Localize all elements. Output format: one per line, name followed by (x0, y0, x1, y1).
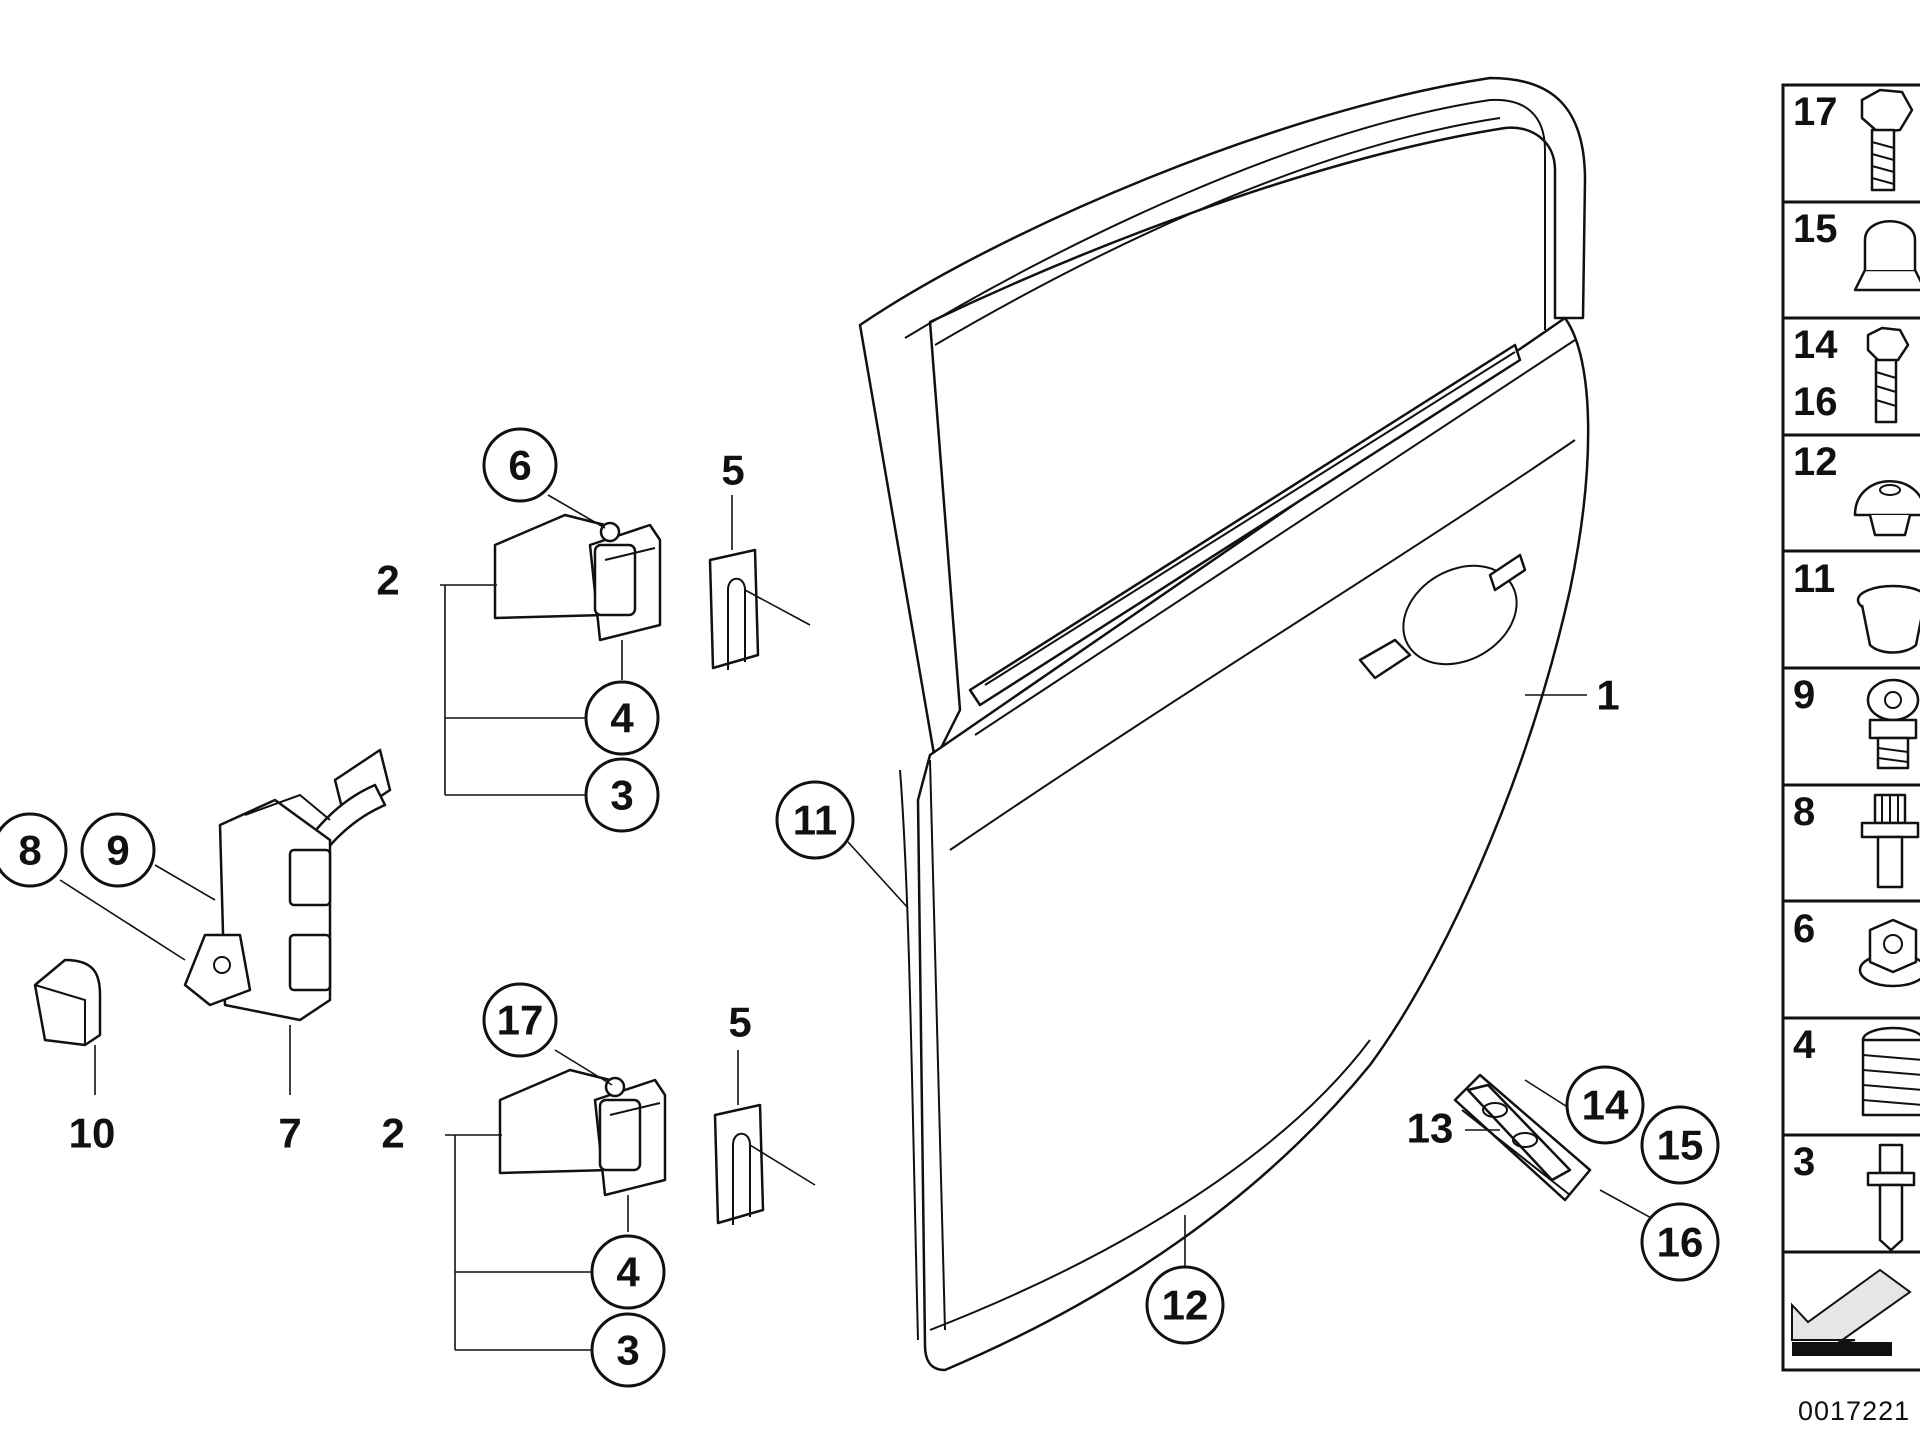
svg-text:2: 2 (376, 557, 399, 604)
leader-lines (59, 494, 1656, 1351)
svg-text:15: 15 (1793, 207, 1838, 251)
threaded-insert-icon (1861, 1026, 1920, 1117)
legend-row-9: 9 (1793, 673, 1920, 770)
callout-4-upper: 4 (584, 680, 660, 756)
torx-bolt-icon (1866, 326, 1910, 424)
callout-2-upper: 2 (376, 557, 399, 604)
legend-row-14-16: 14 16 (1793, 323, 1910, 424)
legend-row-direction (1791, 1268, 1912, 1356)
splined-bolt-icon (1860, 793, 1920, 889)
legend-row-17: 17 (1793, 88, 1914, 192)
direction-arrow-icon (1791, 1268, 1912, 1356)
callout-5-upper: 5 (721, 447, 744, 494)
cap-plug-icon (1853, 220, 1920, 292)
callout-12: 12 (1145, 1265, 1225, 1345)
trim-bracket (1453, 1073, 1592, 1202)
svg-text:3: 3 (616, 1327, 639, 1374)
svg-text:12: 12 (1162, 1282, 1209, 1329)
svg-text:4: 4 (1793, 1023, 1816, 1067)
svg-text:4: 4 (616, 1249, 640, 1296)
callout-7: 7 (278, 1110, 301, 1157)
callout-3-upper: 3 (584, 757, 660, 833)
door-check-strap (183, 748, 392, 1022)
diagram-code: 0017221 (1798, 1396, 1910, 1426)
door-check-plug (33, 958, 102, 1047)
svg-text:8: 8 (18, 827, 41, 874)
callout-5-lower: 5 (728, 999, 751, 1046)
svg-text:14: 14 (1582, 1082, 1629, 1129)
legend-row-4: 4 (1793, 1023, 1920, 1117)
legend-row-8: 8 (1793, 790, 1920, 889)
callout-6: 6 (482, 427, 558, 503)
callout-3-lower: 3 (590, 1312, 666, 1388)
callout-1: 1 (1596, 672, 1619, 719)
callout-11: 11 (775, 780, 855, 860)
lower-hinge-shim (713, 1103, 765, 1225)
callout-8: 8 (0, 812, 68, 888)
svg-text:5: 5 (728, 999, 751, 1046)
callout-10: 10 (69, 1110, 116, 1157)
svg-text:2: 2 (381, 1110, 404, 1157)
lower-door-hinge (498, 1068, 667, 1197)
svg-text:3: 3 (610, 772, 633, 819)
legend-row-15: 15 (1793, 207, 1920, 292)
dome-plug-icon (1856, 584, 1920, 654)
collar-bolt-icon (1866, 678, 1920, 770)
callout-4-lower: 4 (590, 1234, 666, 1310)
callout-2-lower: 2 (381, 1110, 404, 1157)
legend-row-6: 6 (1793, 907, 1920, 988)
upper-door-hinge (493, 513, 662, 642)
svg-text:13: 13 (1407, 1105, 1454, 1152)
upper-hinge-shim (708, 548, 760, 670)
torx-bolt-icon (1860, 88, 1914, 192)
callout-9: 9 (80, 812, 156, 888)
svg-text:11: 11 (793, 797, 837, 844)
callout-14: 14 (1565, 1065, 1645, 1145)
svg-text:6: 6 (508, 442, 531, 489)
legend-row-11: 11 (1793, 557, 1920, 654)
svg-text:16: 16 (1657, 1219, 1704, 1266)
legend-row-3: 3 (1793, 1140, 1916, 1252)
svg-text:9: 9 (1793, 673, 1815, 717)
svg-text:1: 1 (1596, 672, 1619, 719)
svg-text:17: 17 (497, 997, 544, 1044)
grommet-icon (1853, 480, 1920, 537)
fastener-legend: 17 15 14 16 12 (1781, 83, 1920, 1372)
svg-text:0017221: 0017221 (1798, 1396, 1910, 1426)
svg-text:5: 5 (721, 447, 744, 494)
svg-text:15: 15 (1657, 1122, 1704, 1169)
callout-17: 17 (482, 982, 558, 1058)
svg-text:11: 11 (1793, 557, 1835, 601)
svg-text:14: 14 (1793, 323, 1838, 367)
svg-text:7: 7 (278, 1110, 301, 1157)
stud-bolt-icon (1866, 1143, 1916, 1252)
svg-text:3: 3 (1793, 1140, 1815, 1184)
callout-13: 13 (1407, 1105, 1454, 1152)
svg-text:6: 6 (1793, 907, 1815, 951)
svg-text:4: 4 (610, 695, 634, 742)
callout-15: 15 (1640, 1105, 1720, 1185)
svg-text:9: 9 (106, 827, 129, 874)
svg-text:12: 12 (1793, 440, 1838, 484)
legend-row-12: 12 (1793, 440, 1920, 537)
svg-text:16: 16 (1793, 380, 1838, 424)
flange-nut-icon (1858, 918, 1920, 988)
callout-16: 16 (1640, 1202, 1720, 1282)
svg-text:8: 8 (1793, 790, 1815, 834)
svg-text:10: 10 (69, 1110, 116, 1157)
rear-door-shell (858, 76, 1590, 1372)
svg-text:17: 17 (1793, 90, 1838, 134)
